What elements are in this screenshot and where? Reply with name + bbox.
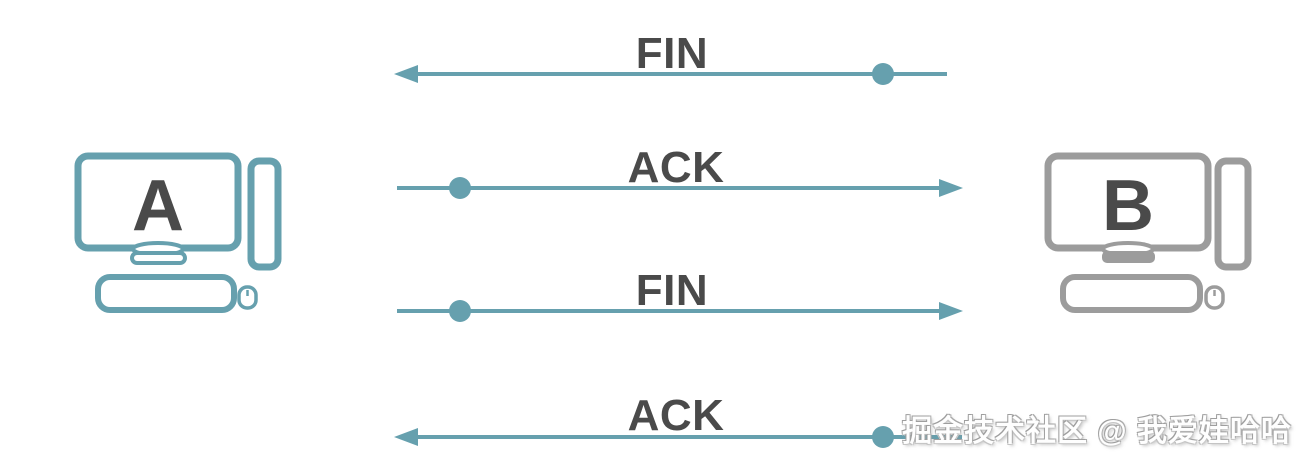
computer-a-tower bbox=[247, 157, 282, 271]
computer-a-mouse bbox=[237, 285, 258, 310]
message-2-arrowhead-icon bbox=[939, 179, 963, 197]
computer-a-icon: A bbox=[74, 152, 282, 313]
node-b-label: B bbox=[1102, 166, 1154, 246]
message-1-fin: FIN bbox=[394, 29, 947, 85]
message-4-ack: ACK bbox=[394, 391, 962, 448]
message-4-arrowhead-icon bbox=[394, 428, 418, 446]
computer-b-tower bbox=[1214, 157, 1252, 271]
node-a-label: A bbox=[132, 166, 184, 246]
computer-a-stand-base bbox=[130, 251, 187, 265]
message-2-ack: ACK bbox=[397, 143, 963, 199]
message-3-arrowhead-icon bbox=[939, 302, 963, 320]
message-3-fin: FIN bbox=[397, 266, 963, 322]
message-1-label: FIN bbox=[636, 29, 708, 78]
computer-a-keyboard bbox=[95, 274, 237, 313]
message-2-label: ACK bbox=[628, 143, 725, 192]
computer-b-icon: B bbox=[1044, 152, 1252, 313]
message-3-label: FIN bbox=[636, 266, 708, 315]
computer-b-mouse bbox=[1204, 285, 1225, 310]
watermark: 掘金技术社区 @ 我爱娃哈哈 bbox=[902, 415, 1292, 448]
message-4-origin-dot bbox=[872, 426, 894, 448]
computer-b-stand-base bbox=[1102, 251, 1155, 263]
message-1-origin-dot bbox=[872, 63, 894, 85]
message-2-origin-dot bbox=[449, 177, 471, 199]
message-1-arrowhead-icon bbox=[394, 65, 418, 83]
message-3-origin-dot bbox=[449, 300, 471, 322]
computer-b-keyboard bbox=[1060, 274, 1203, 313]
message-4-label: ACK bbox=[628, 391, 725, 440]
